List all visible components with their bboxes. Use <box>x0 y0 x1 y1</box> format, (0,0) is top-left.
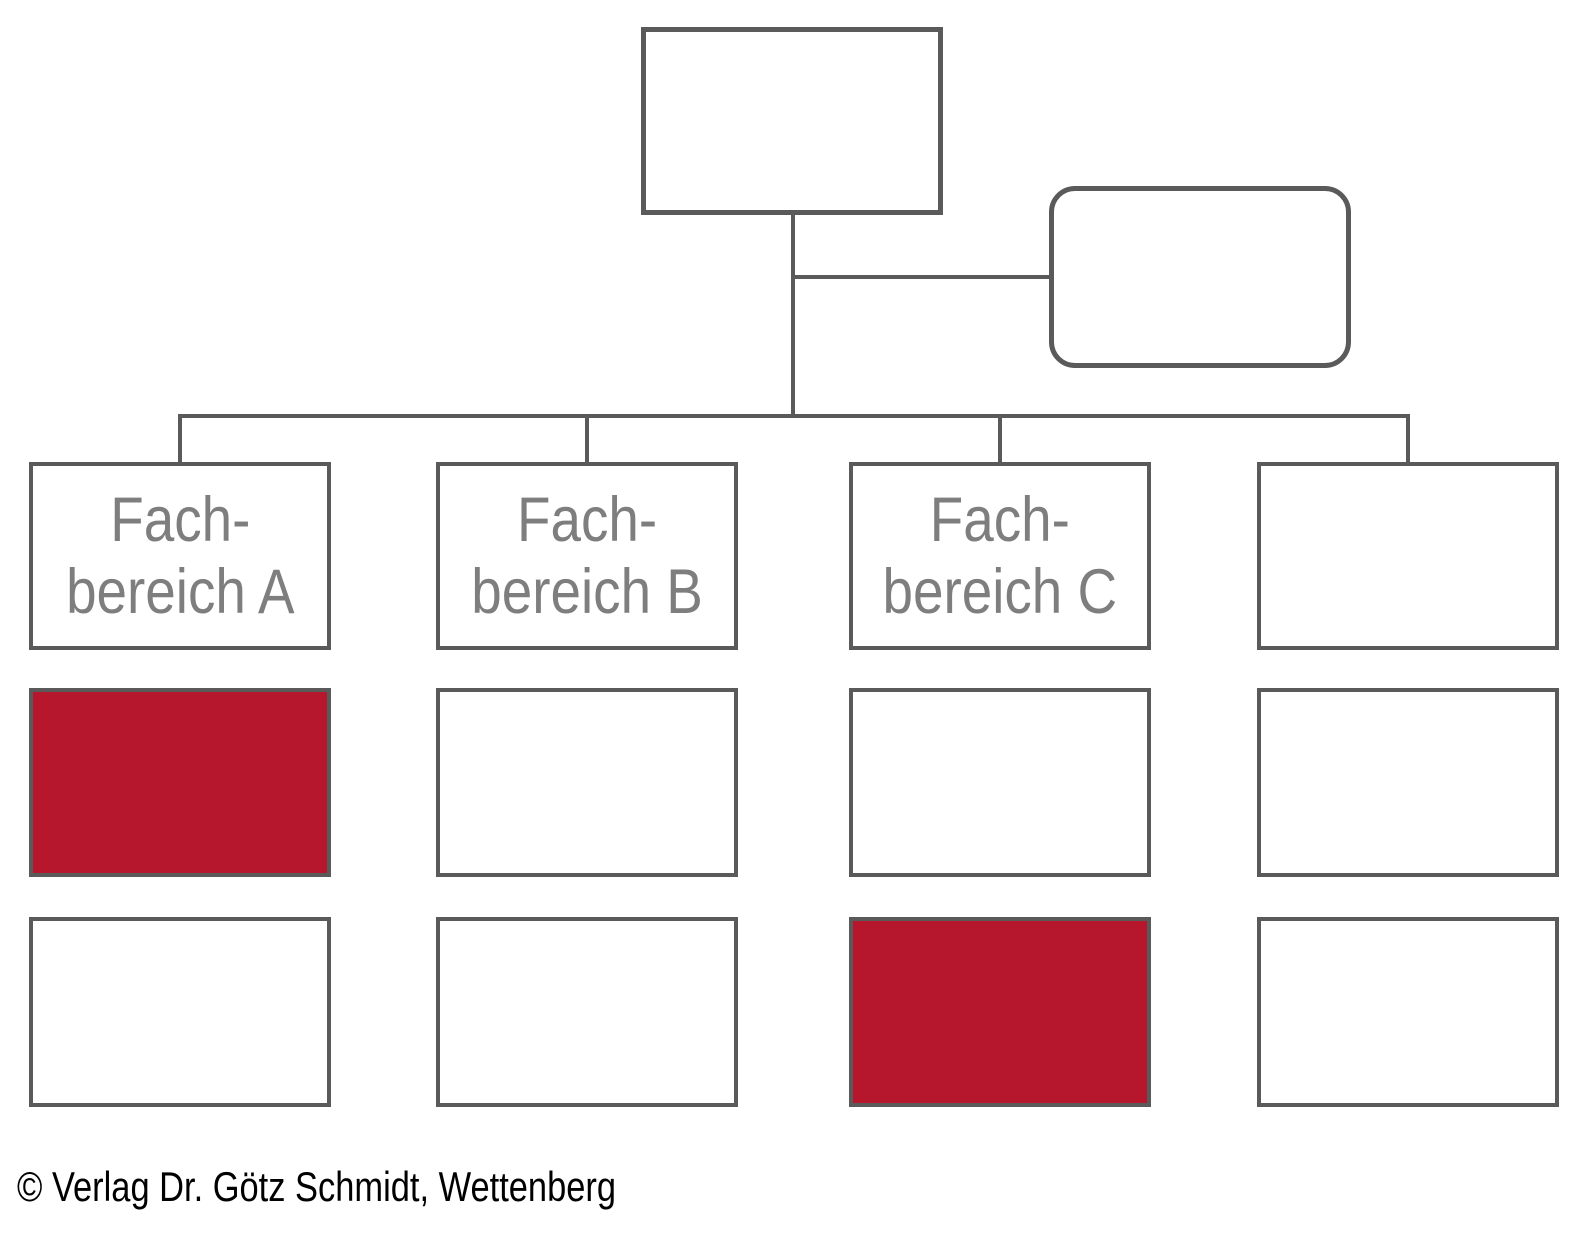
label-line-1: Fach- <box>109 485 251 555</box>
label-line-1: Fach- <box>929 485 1071 555</box>
unit-box-b-row2 <box>436 688 738 877</box>
fachbereich-b-label: Fach- bereich B <box>471 484 703 628</box>
drop-line-column-b <box>585 414 589 463</box>
unit-box-d-row2 <box>1257 688 1559 877</box>
unit-box-a-row3 <box>29 917 331 1107</box>
drop-line-column-c <box>998 414 1002 463</box>
unit-box-a-row2-highlighted <box>29 688 331 877</box>
stem-connector-line <box>791 213 795 416</box>
fachbereich-c-box: Fach- bereich C <box>849 462 1151 650</box>
fachbereich-d-box <box>1257 462 1559 650</box>
fachbereich-b-box: Fach- bereich B <box>436 462 738 650</box>
label-line-2: bereich B <box>471 557 703 627</box>
fachbereich-c-label: Fach- bereich C <box>883 484 1118 628</box>
top-unit-box <box>641 27 943 215</box>
unit-box-b-row3 <box>436 917 738 1107</box>
unit-box-d-row3 <box>1257 917 1559 1107</box>
label-line-1: Fach- <box>516 485 658 555</box>
copyright-text: © Verlag Dr. Götz Schmidt, Wettenberg <box>17 1163 617 1210</box>
label-line-2: bereich A <box>65 557 295 627</box>
fachbereich-a-box: Fach- bereich A <box>29 462 331 650</box>
distribution-rail-line <box>178 414 1410 418</box>
fachbereich-a-label: Fach- bereich A <box>66 484 295 628</box>
label-line-2: bereich C <box>882 557 1118 627</box>
drop-line-column-d <box>1406 414 1410 463</box>
drop-line-column-a <box>178 414 182 463</box>
staff-unit-box <box>1049 186 1351 368</box>
staff-connector-line <box>793 275 1049 279</box>
unit-box-c-row2 <box>849 688 1151 877</box>
unit-box-c-row3-highlighted <box>849 917 1151 1107</box>
